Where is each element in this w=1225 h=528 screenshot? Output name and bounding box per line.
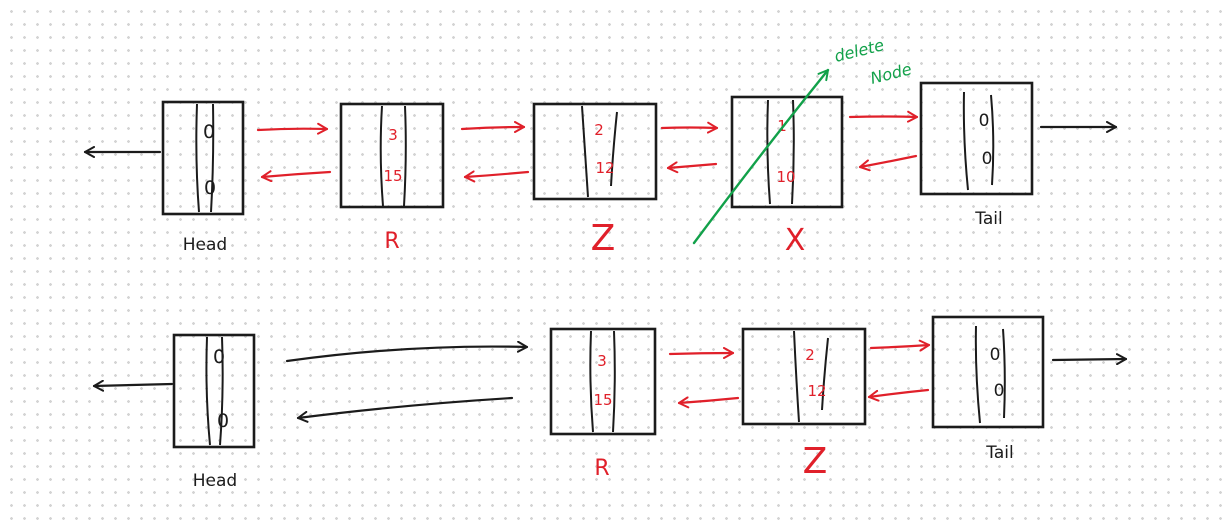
top-r-to-z-arrow: [460, 121, 526, 134]
top-x-next-value: 10: [776, 168, 795, 186]
bottom-z-prev-value: 2: [805, 346, 815, 364]
bottom-z-to-r-arrow: [677, 396, 740, 409]
bottom-head-prev-null-arrow: [92, 379, 174, 392]
bottom-r-next-value: 15: [593, 391, 612, 409]
bottom-tail-next-null-arrow: [1051, 353, 1128, 366]
top-node-r: 3 15 R: [339, 102, 445, 254]
top-x-label: X: [785, 223, 806, 258]
top-node-head: 0 0 Head: [161, 100, 245, 255]
bottom-tail-prev-value: 0: [990, 345, 1001, 365]
top-z-to-r-arrow: [463, 170, 530, 183]
bottom-head-prev-value: 0: [213, 346, 225, 368]
top-r-label: R: [384, 229, 399, 254]
top-head-label: Head: [183, 235, 227, 255]
delete-strike-arrow: [692, 68, 830, 245]
top-node-x: 1 10 X: [730, 95, 844, 258]
bottom-z-label: Z: [803, 441, 828, 482]
bottom-head-next-value: 0: [217, 410, 229, 432]
bottom-z-next-value: 12: [807, 382, 826, 400]
bottom-r-to-head-arrow: [296, 396, 514, 423]
bottom-head-label: Head: [193, 471, 237, 491]
top-r-prev-value: 3: [388, 126, 398, 144]
top-tail-to-x-arrow: [858, 154, 918, 172]
top-node-tail: 0 0 Tail: [919, 81, 1034, 229]
top-tail-next-value: 0: [982, 149, 993, 169]
top-list: 0 0 Head 3 15 R 2 12 Z 1 10: [83, 35, 1118, 259]
top-r-to-head-arrow: [260, 170, 332, 183]
bottom-tail-next-value: 0: [994, 381, 1005, 401]
top-x-to-z-arrow: [666, 161, 718, 174]
delete-annotation-line2: Node: [868, 59, 913, 88]
top-head-to-r-arrow: [256, 122, 329, 135]
bottom-node-r: 3 15 R: [549, 327, 657, 481]
top-z-label: Z: [591, 218, 616, 259]
top-r-next-value: 15: [383, 167, 402, 185]
bottom-r-label: R: [594, 456, 609, 481]
top-z-next-value: 12: [595, 159, 614, 177]
bottom-tail-to-z-arrow: [867, 388, 930, 402]
bottom-node-tail: 0 0 Tail: [931, 315, 1045, 463]
bottom-z-to-tail-arrow: [869, 339, 931, 352]
bottom-tail-label: Tail: [985, 443, 1013, 463]
top-z-prev-value: 2: [594, 121, 604, 139]
bottom-node-head: 0 0 Head: [172, 333, 256, 491]
bottom-head-to-r-arrow: [285, 340, 529, 363]
top-tail-label: Tail: [974, 209, 1002, 229]
delete-annotation-line1: delete: [832, 35, 886, 66]
bottom-r-to-z-arrow: [668, 347, 735, 360]
top-node-z: 2 12 Z: [532, 102, 658, 259]
top-z-to-x-arrow: [660, 121, 719, 134]
top-tail-prev-value: 0: [979, 111, 990, 131]
bottom-r-prev-value: 3: [597, 352, 607, 370]
top-head-next-value: 0: [204, 177, 216, 199]
top-head-prev-value: 0: [203, 121, 215, 143]
bottom-node-z: 2 12 Z: [741, 327, 867, 482]
bottom-list: 0 0 Head 3 15 R 2 12 Z 0 0: [92, 315, 1128, 491]
top-x-to-tail-arrow: [848, 110, 919, 123]
